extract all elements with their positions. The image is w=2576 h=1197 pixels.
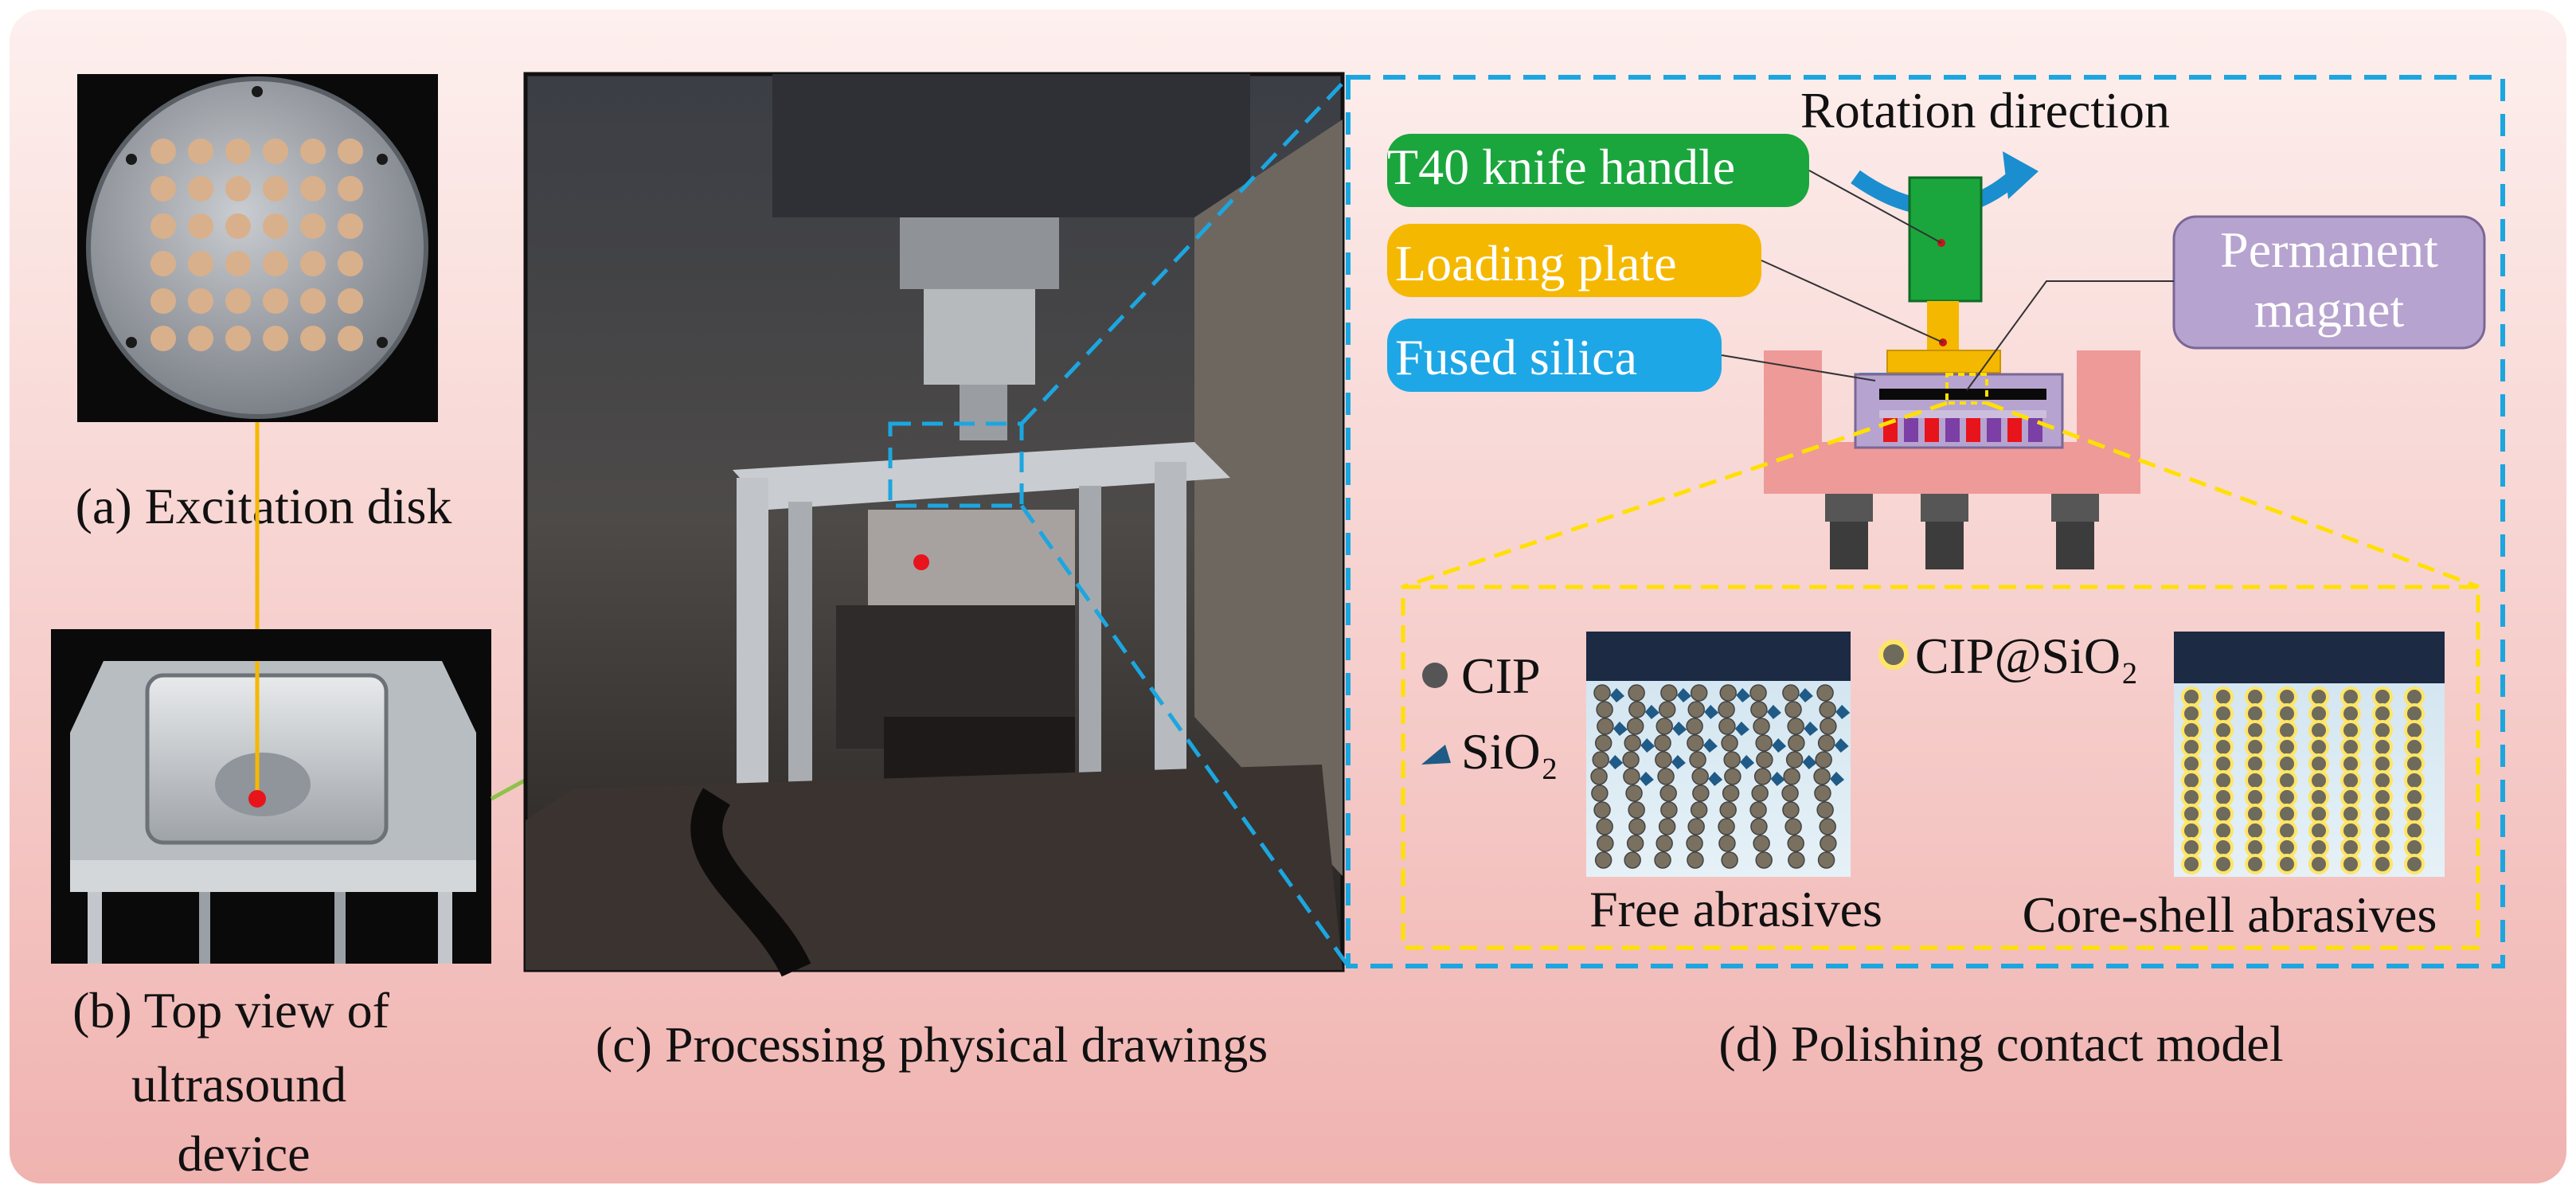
rotation-arrowhead-icon (2003, 151, 2039, 199)
rotation-label: Rotation direction (1800, 82, 2170, 139)
contact-zoom-box (1945, 373, 1988, 405)
sio2-legend-label: SiO₂ (1461, 723, 1558, 780)
machine-marker (913, 554, 929, 570)
magnet-label-line1: Permanent (2220, 221, 2438, 278)
processing-machine-photo (523, 72, 1345, 977)
free-abrasives-caption: Free abrasives (1589, 881, 1882, 937)
magnet-label-line2: magnet (2254, 281, 2405, 338)
free-abrasives-diagram (1586, 632, 1851, 877)
magnet-callout (2172, 215, 2486, 350)
loading-plate-callout (1387, 224, 1761, 297)
sio2-legend-icon (1421, 745, 1451, 765)
cip-sio2-legend-icon (1878, 640, 1909, 670)
device-center-marker (248, 790, 266, 808)
core-shell-abrasives-caption: Core-shell abrasives (2023, 886, 2437, 943)
caption-c: (c) Processing physical drawings (596, 1016, 1268, 1073)
core-shell-abrasives-diagram (2174, 632, 2445, 877)
contact-model-frame (1346, 75, 2505, 968)
fused-silica-label: Fused silica (1395, 329, 1637, 385)
fused-silica-callout (1387, 319, 1722, 392)
ultrasound-device-photo (51, 629, 491, 964)
zoom-line-right (1986, 401, 2480, 589)
excitation-disk-photo (77, 74, 438, 422)
loading-plate-label: Loading plate (1395, 235, 1677, 291)
cip-legend-icon (1422, 663, 1448, 688)
caption-b-line3: device (178, 1125, 311, 1182)
cip-legend-label: CIP (1461, 647, 1541, 704)
caption-d: (d) Polishing contact model (1718, 1015, 2283, 1072)
cip-sio2-legend-label: CIP@SiO₂ (1915, 628, 2138, 684)
zoom-region-box (888, 421, 1024, 508)
loading-plate-shape (1886, 350, 2001, 374)
caption-b-line1: (b) Top view of (72, 982, 390, 1039)
knife-handle-label: T40 knife handle (1387, 139, 1735, 195)
base-feet (1825, 494, 2099, 569)
caption-a: (a) Excitation disk (76, 478, 452, 534)
zoom-line-left (1402, 401, 1948, 589)
knife-handle-shape (1908, 176, 1983, 303)
polishing-base-shape (1764, 350, 2140, 494)
zoom-line-top (1020, 76, 1350, 425)
caption-b-line2: ultrasound (131, 1056, 346, 1113)
abrasive-model-frame (1401, 585, 2480, 950)
knife-handle-callout (1387, 134, 1809, 207)
disk-transducer-array (126, 86, 388, 351)
